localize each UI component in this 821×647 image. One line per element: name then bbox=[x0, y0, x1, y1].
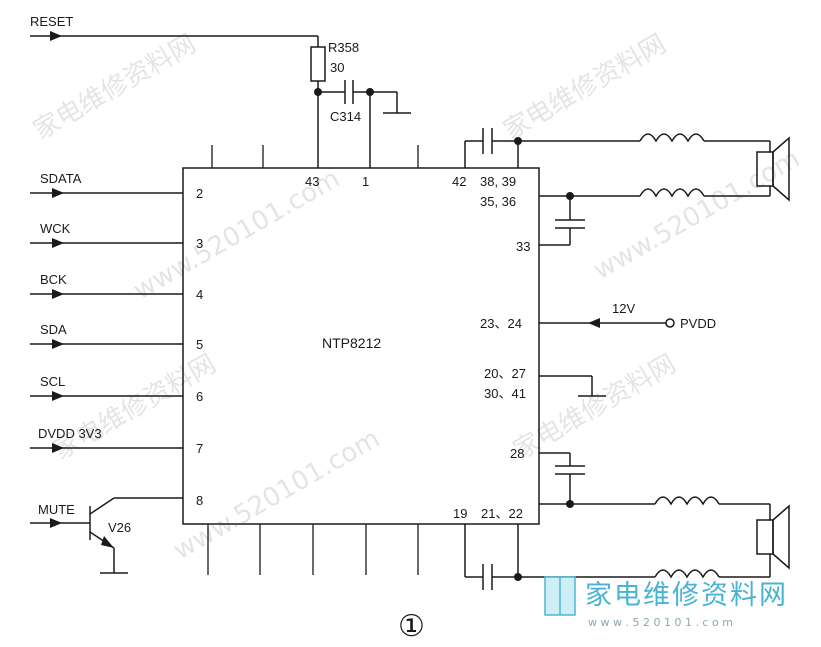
pin-23-24: 23、24 bbox=[480, 316, 522, 331]
signal-12v: 12V bbox=[612, 301, 635, 316]
ground-pins bbox=[539, 375, 606, 397]
speaker-top-cone bbox=[772, 136, 790, 202]
signal-bck: BCK bbox=[40, 272, 67, 287]
logo-text-cn: 家电维修资料网 bbox=[585, 580, 788, 611]
pin-42: 42 bbox=[452, 174, 466, 189]
left-inputs bbox=[30, 188, 183, 453]
speaker-bottom-magnet bbox=[756, 519, 774, 555]
watermark-layer: 家电维修资料网 家电维修资料网 www.520101.com www.52010… bbox=[29, 29, 806, 566]
mute-transistor bbox=[30, 497, 183, 574]
logo-text-url: w w w . 5 2 0 1 0 1 . c o m bbox=[588, 616, 733, 629]
output-network-bottom bbox=[464, 452, 790, 590]
signal-reset: RESET bbox=[30, 14, 73, 29]
output-network-top bbox=[464, 128, 790, 246]
pin-19: 19 bbox=[453, 506, 467, 521]
pin-8: 8 bbox=[196, 493, 203, 508]
pin-43: 43 bbox=[305, 174, 319, 189]
resistor-label: R358 bbox=[328, 40, 359, 55]
pin-5: 5 bbox=[196, 337, 203, 352]
watermark-cn-4: 家电维修资料网 bbox=[509, 349, 682, 466]
ic-body bbox=[182, 167, 540, 525]
pin-1: 1 bbox=[362, 174, 369, 189]
capacitor-label: C314 bbox=[330, 109, 361, 124]
pin-30-41: 30、41 bbox=[484, 386, 526, 401]
signal-scl: SCL bbox=[40, 374, 65, 389]
signal-mute: MUTE bbox=[38, 502, 75, 517]
pin-7: 7 bbox=[196, 441, 203, 456]
watermark-cn-2: 家电维修资料网 bbox=[499, 29, 672, 146]
pin-38-39: 38, 39 bbox=[480, 174, 516, 189]
signal-sda: SDA bbox=[40, 322, 67, 337]
top-pin-stubs bbox=[211, 145, 419, 168]
pin-3: 3 bbox=[196, 236, 203, 251]
pvdd-input bbox=[539, 318, 675, 328]
resistor-value: 30 bbox=[330, 60, 344, 75]
pin-2: 2 bbox=[196, 186, 203, 201]
site-logo: 家电维修资料网 w w w . 5 2 0 1 0 1 . c o m bbox=[544, 576, 788, 629]
signal-sdata: SDATA bbox=[40, 171, 82, 186]
signal-wck: WCK bbox=[40, 221, 71, 236]
pin-21-22: 21、22 bbox=[481, 506, 523, 521]
signal-dvdd: DVDD 3V3 bbox=[38, 426, 102, 441]
speaker-bottom-cone bbox=[772, 504, 790, 570]
transistor-label: V26 bbox=[108, 520, 131, 535]
figure-number: ① bbox=[398, 609, 425, 644]
watermark-cn-1: 家电维修资料网 bbox=[29, 29, 202, 146]
pin-20-27: 20、27 bbox=[484, 366, 526, 381]
pin-6: 6 bbox=[196, 389, 203, 404]
bottom-pin-stubs bbox=[207, 524, 419, 575]
pin-33: 33 bbox=[516, 239, 530, 254]
ic-label: NTP8212 bbox=[322, 335, 381, 351]
resistor-r358 bbox=[310, 46, 326, 82]
reset-network bbox=[30, 31, 411, 168]
pin-35-36: 35, 36 bbox=[480, 194, 516, 209]
pin-4: 4 bbox=[196, 287, 203, 302]
pin-28: 28 bbox=[510, 446, 524, 461]
signal-pvdd: PVDD bbox=[680, 316, 716, 331]
